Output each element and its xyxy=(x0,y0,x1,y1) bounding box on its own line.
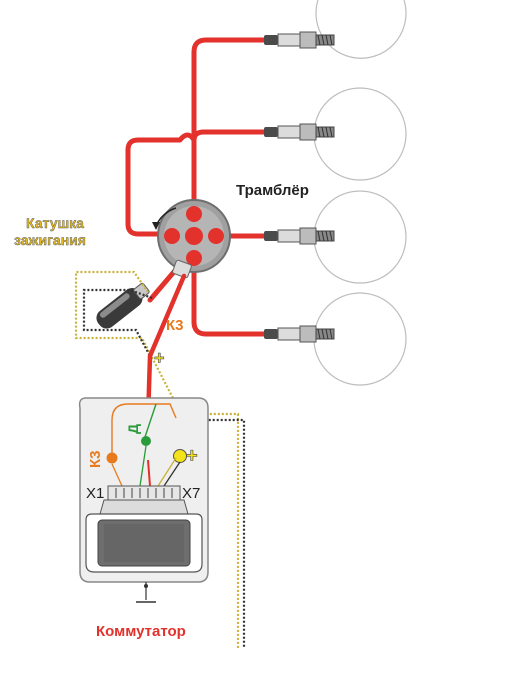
coil-label-line1: Катушка xyxy=(26,215,84,231)
spark-plug-icon xyxy=(264,31,335,49)
hv-wire-coil-loop xyxy=(125,132,197,237)
signal-d-dot xyxy=(141,436,151,446)
cap-terminal-center xyxy=(185,227,203,245)
ignition-coil-icon xyxy=(96,282,150,329)
plus-label-top: + xyxy=(154,348,165,368)
short-circuit-label-left: К3 xyxy=(87,451,104,469)
cap-terminal-left xyxy=(164,228,180,244)
distributor-label: Трамблёр xyxy=(236,182,309,199)
connector-block xyxy=(107,485,181,501)
terminal-x7-label: X7 xyxy=(182,485,200,502)
commutator-module xyxy=(78,397,209,603)
hall-sensor-connector xyxy=(172,259,192,279)
cap-terminal-right xyxy=(208,228,224,244)
spark-plug-icon xyxy=(264,227,335,245)
hv-wire-plug-1 xyxy=(191,37,271,215)
spark-plug-icon xyxy=(264,325,335,343)
cap-terminal-bottom xyxy=(186,250,202,266)
signal-d-label: Д xyxy=(125,424,141,434)
commutator-label: Коммутатор xyxy=(96,623,186,640)
cylinder-circles xyxy=(313,0,407,386)
short-circuit-dot xyxy=(106,452,118,464)
cap-terminal-top xyxy=(186,206,202,222)
spark-plug-icon xyxy=(264,123,335,141)
hv-wires xyxy=(125,37,271,337)
plus-terminal-dot xyxy=(173,449,187,463)
short-circuit-label-top: К3 xyxy=(166,317,184,334)
hv-wire-plug-4 xyxy=(191,255,271,337)
distributor-cap xyxy=(152,199,231,279)
spark-plugs xyxy=(264,31,335,343)
hv-wire-plug-2 xyxy=(191,129,271,143)
terminal-x1-label: X1 xyxy=(86,485,104,502)
cylinder-circle-1 xyxy=(315,0,407,59)
coil-label-line2: зажигания xyxy=(14,232,86,248)
plus-label-right: + xyxy=(186,445,198,467)
